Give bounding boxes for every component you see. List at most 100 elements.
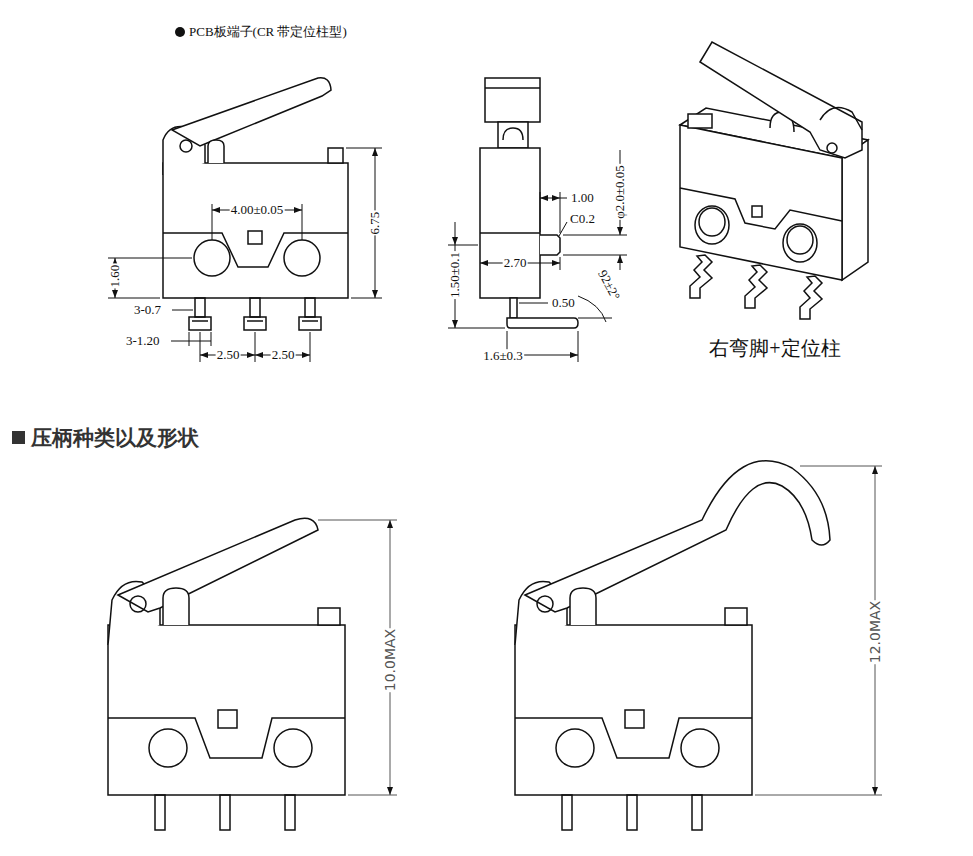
front-view (194, 240, 230, 276)
dimension-label: 10.0MAX (383, 628, 398, 692)
isometric-view (690, 255, 712, 298)
lever-type-b (570, 588, 596, 625)
lever-type-a (118, 518, 318, 612)
view-caption: 右弯脚+定位柱 (708, 338, 841, 359)
lever-type-b (562, 795, 572, 830)
side-view (480, 148, 540, 298)
front-view (195, 298, 205, 317)
side-view (480, 232, 540, 234)
front-view (244, 317, 266, 330)
front-view (189, 317, 211, 330)
section-heading: 压柄种类以及形状 (30, 427, 200, 449)
front-view (302, 320, 318, 322)
lever-type-b (725, 608, 747, 625)
dimension-line (578, 318, 612, 319)
side-view (540, 235, 560, 255)
dimension-label: C0.2 (569, 212, 596, 226)
isometric-view (820, 108, 862, 131)
front-view (172, 78, 331, 146)
isometric-view (787, 226, 813, 254)
dimension-line (563, 255, 627, 256)
dimension-label: 6.75 (368, 211, 382, 236)
side-view (485, 78, 540, 122)
side-view (510, 298, 517, 318)
dimension-label: 12.0MAX (868, 600, 883, 664)
angle-label: 92±2° (595, 267, 623, 303)
dimension-label: 0.50 (551, 296, 576, 310)
dimension-line (171, 341, 211, 342)
lever-type-b (681, 729, 719, 767)
isometric-view (680, 42, 868, 319)
heading-square (12, 431, 25, 444)
dimension-label: 3-1.20 (125, 334, 161, 348)
dimension-line (108, 148, 382, 362)
dimension-line (302, 204, 303, 240)
dimension-line (448, 245, 478, 246)
side-view (498, 122, 528, 148)
dimension-line (455, 222, 456, 245)
front-view (163, 78, 348, 330)
dimension-line (560, 198, 567, 199)
front-view (284, 240, 320, 276)
dimension-line (448, 150, 627, 362)
bullet (175, 27, 185, 37)
side-view (503, 128, 523, 140)
dimension-line (211, 332, 212, 346)
dimension-line (255, 332, 256, 362)
dimension-line (559, 222, 567, 236)
dimension-label: 1.50±0.1 (448, 251, 462, 299)
isometric-view (695, 206, 729, 244)
side-view (485, 87, 540, 89)
lever-type-a (163, 588, 189, 625)
dimension-line (318, 520, 397, 795)
section-title: PCB板端子(CR 带定位柱型) (188, 25, 348, 39)
lever-type-b (537, 596, 553, 612)
dimension-label: φ2.0±0.05 (613, 164, 627, 220)
lever-type-b (556, 729, 594, 767)
dimension-label: 4.00±0.05 (230, 203, 285, 217)
front-view (299, 317, 321, 330)
lever-type-a (285, 795, 295, 830)
isometric-view (700, 42, 862, 158)
front-view (208, 140, 224, 163)
lever-type-b (515, 461, 830, 830)
lever-type-a (155, 795, 165, 830)
dimension-label: 3-0.7 (133, 303, 162, 317)
front-view (247, 320, 263, 322)
dimension-line (310, 332, 311, 362)
isometric-view (745, 265, 767, 308)
dimension-line (200, 332, 201, 362)
dimension-label: 1.60 (108, 264, 122, 289)
front-view (248, 231, 262, 244)
dimension-line (563, 235, 627, 236)
isometric-view (752, 206, 762, 217)
dimension-line (108, 258, 192, 259)
isometric-view (800, 276, 822, 319)
lever-type-b (525, 461, 830, 612)
dimension-line (172, 310, 193, 311)
lever-type-a (108, 518, 345, 830)
lever-type-a (220, 795, 230, 830)
front-view (163, 163, 348, 298)
dimension-label: 1.00 (570, 191, 595, 205)
dimension-line (540, 198, 560, 199)
dimension-line (620, 255, 621, 270)
lever-type-a (274, 729, 312, 767)
side-view (480, 78, 578, 328)
side-view (507, 318, 578, 328)
dimension-label: 2.50 (271, 348, 296, 362)
dimension-line (755, 466, 882, 795)
front-view (192, 320, 208, 322)
dimension-line (346, 148, 382, 149)
dimension-line (318, 520, 397, 521)
dimension-line (351, 298, 382, 299)
dimension-line (189, 332, 190, 346)
isometric-view (842, 140, 868, 280)
lever-type-b (515, 625, 752, 795)
dimension-line (755, 795, 882, 796)
dimension-line (560, 257, 561, 270)
lever-type-a (318, 608, 340, 625)
lever-type-a (218, 710, 237, 728)
front-view (250, 298, 260, 317)
